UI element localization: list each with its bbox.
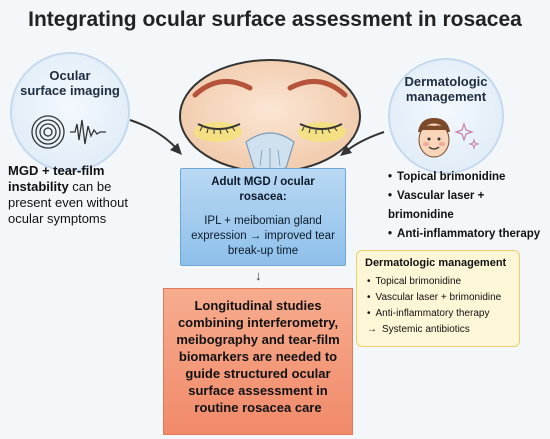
derm-title-line1: Dermatologic <box>404 74 488 89</box>
arrow-left-to-face <box>129 119 179 151</box>
diagram-title: Integrating ocular surface assessment in… <box>28 8 522 31</box>
blue-body-line1: IPL + meibomian gland <box>204 215 322 227</box>
left-note-bold2: instability <box>8 179 69 194</box>
imaging-title-line1: Ocular <box>49 68 91 83</box>
left-note: MGD + tear-film instability can be prese… <box>8 163 143 227</box>
down-arrow-icon: ↓ <box>255 268 262 283</box>
right-list-item: Anti-inflammatory therapy <box>388 225 548 244</box>
imaging-title-line2: surface imaging <box>20 83 120 98</box>
blue-body-line3: break-up time <box>227 245 299 257</box>
face-icon <box>179 59 361 173</box>
yellow-box-title: Dermatologic management <box>365 257 507 269</box>
right-list-item: Vascular laser + brimonidine <box>388 187 548 225</box>
blue-body-line2: expression → improved tear <box>191 230 335 242</box>
right-treatment-list: Topical brimonidine Vascular laser + bri… <box>388 168 548 244</box>
left-note-line4: ocular symptoms <box>8 211 107 226</box>
longitudinal-studies-box: Longitudinal studies combining interfero… <box>163 288 353 435</box>
arrowhead-left <box>170 143 182 155</box>
yellow-list-item: Vascular laser + brimonidine <box>367 290 502 306</box>
yellow-list-item: Topical brimonidine <box>367 274 501 290</box>
blue-title-line2: rosacea: <box>239 191 287 203</box>
left-note-bold: MGD + tear-film <box>8 163 105 178</box>
left-note-rest: can be <box>68 179 112 194</box>
derm-title-line2: management <box>405 89 487 104</box>
yellow-list-item-antibiotics: Systemic antibiotics <box>367 322 501 338</box>
derm-management-circle: Dermatologic management <box>388 58 504 174</box>
red-box-text: Longitudinal studies combining interfero… <box>176 298 340 415</box>
ocular-imaging-circle: Ocular surface imaging <box>10 52 130 172</box>
left-note-line3: present even without <box>8 195 128 210</box>
yellow-list-item: Anti-inflammatory therapy <box>367 306 501 322</box>
blue-title-line1: Adult MGD / ocular <box>211 176 315 188</box>
adult-mgd-box: Adult MGD / ocular rosacea: IPL + meibom… <box>180 168 346 266</box>
derm-management-box: Dermatologic management Topical brimonid… <box>356 250 520 347</box>
tear-film-waveform-icon <box>31 115 106 149</box>
patient-face-icon <box>418 118 480 158</box>
arrowhead-right <box>340 145 352 156</box>
right-list-item: Topical brimonidine <box>388 168 548 187</box>
